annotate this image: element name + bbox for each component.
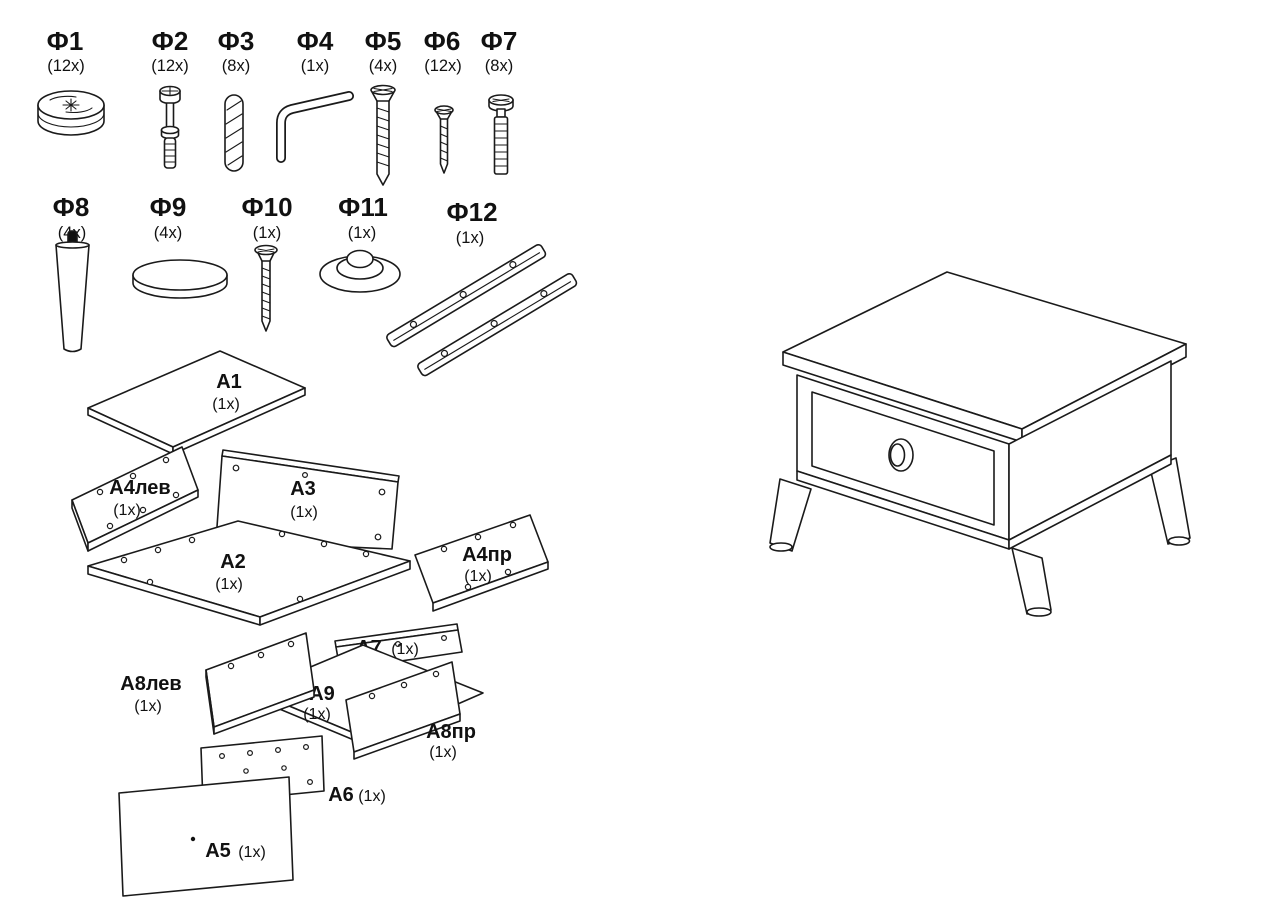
panel-qty: (1x) (464, 568, 492, 585)
panel-label: А4лев (109, 477, 170, 499)
hardware-qty: (12x) (151, 57, 189, 75)
hardware-item-f12: Ф12 (1x) (386, 197, 578, 377)
panel-a1: A1 (1x) (87, 350, 306, 455)
hardware-id: Ф9 (150, 192, 187, 222)
leg-front-right (1011, 547, 1052, 617)
hardware-id: Ф6 (424, 26, 461, 56)
panel-qty: (1x) (429, 744, 457, 761)
hardware-id: Ф2 (152, 26, 189, 56)
hardware-item-f11: Ф11 (1x) (319, 192, 401, 293)
panel-label: А8пр (426, 721, 476, 743)
panel-label: A2 (220, 551, 246, 573)
hardware-id: Ф5 (365, 26, 402, 56)
leg-front-left (769, 478, 812, 552)
cam-bolt-icon (159, 85, 181, 169)
hardware-item-f6: Ф6 (12x) (424, 26, 462, 174)
hardware-qty: (8x) (222, 57, 250, 75)
hardware-qty: (1x) (456, 229, 484, 247)
hardware-qty: (8x) (485, 57, 513, 75)
hardware-item-f7: Ф7 (8x) (481, 26, 518, 175)
hardware-item-f3: Ф3 (8x) (218, 26, 255, 172)
hardware-item-f10: Ф10 (1x) (241, 192, 293, 332)
long-screw-icon (254, 244, 278, 332)
connector-bolt-icon (488, 94, 514, 175)
panel-qty: (1x) (238, 844, 266, 861)
hardware-id: Ф4 (297, 26, 334, 56)
panel-label: A1 (216, 371, 242, 393)
hardware-id: Ф10 (241, 192, 292, 222)
panel-label: А4пр (462, 544, 512, 566)
hardware-qty: (4x) (369, 57, 397, 75)
drawer-knob (888, 438, 914, 472)
hardware-id: Ф7 (481, 26, 518, 56)
hardware-item-f1: Ф1 (12x) (37, 26, 105, 136)
panel-label: A9 (309, 683, 335, 705)
hardware-id: Ф1 (47, 26, 84, 56)
panel-label: A3 (290, 478, 316, 500)
screw-long-icon (370, 84, 396, 186)
panel-qty: (1x) (290, 504, 318, 521)
hardware-id: Ф3 (218, 26, 255, 56)
panel-a4-left: А4лев (1x) (71, 446, 199, 552)
hardware-qty: (4x) (154, 224, 182, 242)
panel-qty: (1x) (303, 706, 331, 723)
knob-icon (319, 249, 401, 293)
hardware-item-f9: Ф9 (4x) (132, 192, 228, 299)
panel-a5: A5 (1x) (118, 776, 294, 897)
hardware-id: Ф11 (338, 192, 388, 222)
hardware-item-f5: Ф5 (4x) (365, 26, 402, 186)
leg-back-right (1149, 457, 1191, 546)
hardware-qty: (12x) (47, 57, 85, 75)
screw-short-icon (434, 105, 454, 174)
hardware-qty: (1x) (301, 57, 329, 75)
furniture-leg-icon (55, 230, 90, 353)
panel-qty: (1x) (113, 502, 141, 519)
drawer-slides-icon (386, 243, 578, 377)
hardware-item-f8: Ф8 (4x) (53, 192, 90, 353)
assembled-nightstand (769, 271, 1191, 617)
panel-label: А8лев (120, 673, 181, 695)
allen-key-icon (276, 91, 354, 163)
hardware-qty: (1x) (348, 224, 376, 242)
hardware-item-f4: Ф4 (1x) (276, 26, 354, 163)
panel-label: A5 (205, 840, 231, 862)
panel-qty: (1x) (358, 788, 386, 805)
hardware-id: Ф8 (53, 192, 90, 222)
dowel-icon (224, 94, 244, 172)
panel-a2: A2 (1x) (87, 520, 411, 626)
panels-section: A1 (1x) А4лев (1x) A3 (1x) (71, 350, 549, 897)
hardware-item-f2: Ф2 (12x) (151, 26, 189, 169)
panel-qty: (1x) (391, 641, 419, 658)
hardware-id: Ф12 (446, 197, 497, 227)
panel-a8-right: А8пр (1x) (345, 661, 476, 761)
panel-label: A6 (328, 784, 354, 806)
panel-qty: (1x) (134, 698, 162, 715)
panel-a8-left: А8лев (1x) (120, 632, 315, 735)
panel-qty: (1x) (215, 576, 243, 593)
hardware-section: Ф1 (12x) Ф2 (12x) (37, 26, 578, 377)
hardware-qty: (1x) (253, 224, 281, 242)
panel-qty: (1x) (212, 396, 240, 413)
cam-lock-icon (37, 90, 105, 136)
round-pad-icon (132, 259, 228, 299)
hardware-qty: (12x) (424, 57, 462, 75)
panel-a4-right: А4пр (1x) (414, 514, 549, 612)
